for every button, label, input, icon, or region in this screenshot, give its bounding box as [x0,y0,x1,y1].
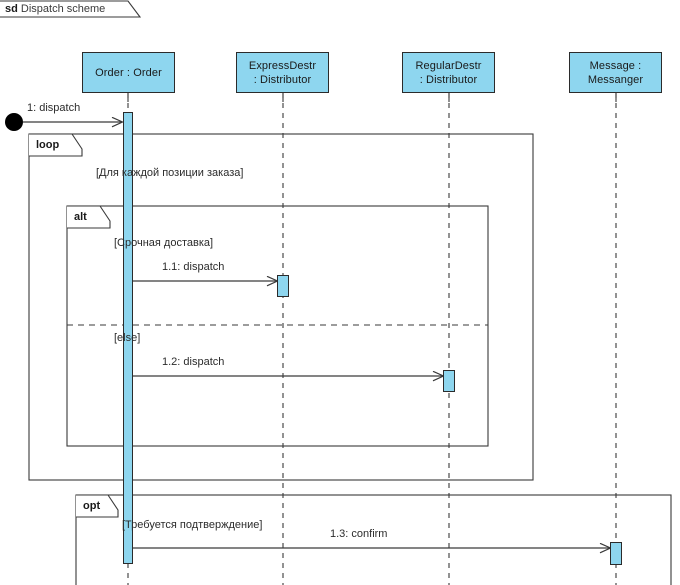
frame-keyword: sd [5,3,18,15]
lifeline-label-express-line2: : Distributor [253,73,312,86]
frame-header-label: sd Dispatch scheme [5,4,105,15]
message-label-1-1: 1.1: dispatch [162,261,225,273]
message-label-1-3: 1.3: confirm [330,528,388,540]
activation-bar-express[interactable] [277,275,289,297]
lifeline-head-regular[interactable]: RegularDestr : Distributor [402,52,495,93]
message-label-1-2: 1.2: dispatch [162,356,225,368]
fragment-operator-alt[interactable]: alt [74,211,87,223]
lifeline-label-regular-line1: RegularDestr [415,59,482,72]
fragment-loop [28,133,534,481]
activation-bar-messenger[interactable] [610,542,622,565]
lifeline-stems [127,93,617,102]
lifeline-head-messenger[interactable]: Message : Messanger [569,52,662,93]
fragment-opt [75,494,672,585]
activation-bar-regular[interactable] [443,370,455,392]
fragment-operator-opt[interactable]: opt [83,500,101,512]
guard-alt-branch-2-else: [else] [114,332,141,344]
lifeline-label-express-line1: ExpressDestr [248,59,317,72]
fragment-operator-loop[interactable]: loop [36,139,60,151]
lifeline-label-regular-line2: : Distributor [419,73,478,86]
message-arrows [23,122,610,548]
lifeline-head-order[interactable]: Order : Order [82,52,175,93]
activation-bar-order[interactable] [123,112,133,564]
frame-title: Dispatch scheme [20,3,106,15]
guard-opt: [Требуется подтверждение] [122,519,263,531]
guard-loop: [Для каждой позиции заказа] [96,167,244,179]
lifeline-head-express[interactable]: ExpressDestr : Distributor [236,52,329,93]
fragment-alt [66,205,489,447]
guard-alt-branch-1: [Срочная доставка] [114,237,214,249]
frame-header-tab [0,0,142,18]
lifeline-label-messenger-line2: Messanger [587,73,644,86]
message-label-1: 1: dispatch [27,102,81,114]
found-message-start-icon [5,113,23,131]
lifeline-label-order-line1: Order : Order [95,66,162,79]
lifeline-label-messenger-line1: Message : [589,59,642,72]
